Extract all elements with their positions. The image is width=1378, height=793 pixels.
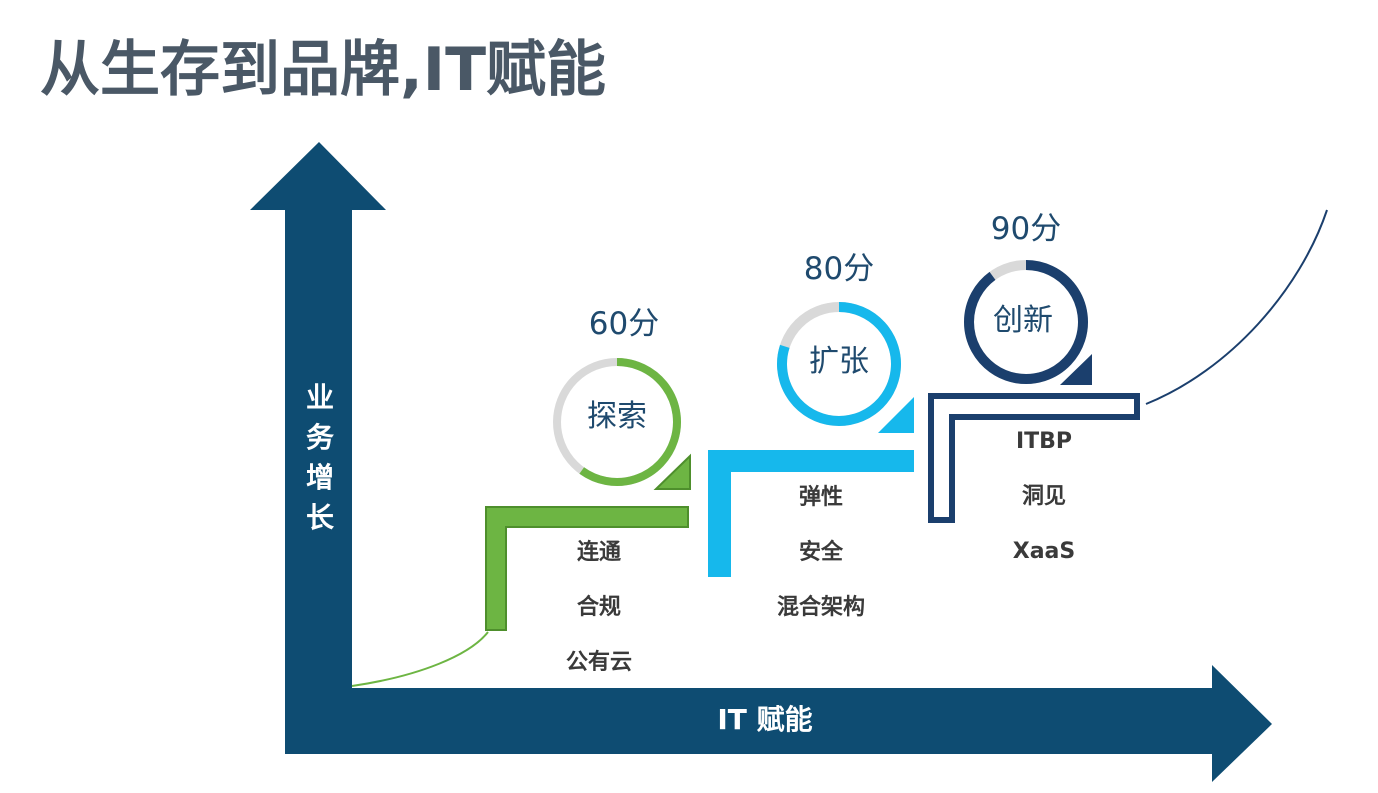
growth-curve-end [1145, 209, 1328, 405]
vertical-axis-label-char: 务 [305, 421, 334, 454]
stage-item: 弹性 [798, 485, 843, 510]
stage-score: 80分 [803, 251, 875, 287]
stage-corner-expand [878, 397, 914, 433]
growth-curve-start [351, 631, 489, 687]
stage-corner-innovate [1060, 354, 1092, 385]
stage-step-expand [708, 450, 914, 577]
progress-ring-arc [964, 260, 1088, 384]
stage-items-explore: 连通 合规 公有云 [519, 536, 679, 701]
stage-item: 连通 [576, 540, 621, 565]
stage-item: ITBP [1015, 429, 1073, 454]
horizontal-axis-arrow [285, 665, 1272, 782]
stage-item: 安全 [798, 540, 843, 565]
stage-item: 公有云 [565, 650, 632, 675]
stage-item: 混合架构 [776, 595, 865, 620]
stage-item: 洞见 [1021, 484, 1066, 509]
vertical-axis-label-char: 增 [305, 461, 334, 494]
stage-name: 探索 [587, 399, 647, 434]
page-title: 从生存到品牌,IT赋能 [40, 35, 607, 105]
stage-items-expand: 弹性 安全 混合架构 [741, 481, 901, 646]
stage-score: 90分 [990, 211, 1062, 247]
stage-step-innovate [928, 393, 1140, 523]
stage-item: 合规 [576, 595, 621, 620]
progress-ring-arc [777, 302, 901, 426]
stage-items-innovate: ITBP 洞见 XaaS [964, 425, 1124, 590]
stage-name: 扩张 [809, 344, 869, 379]
stage-item: XaaS [1012, 539, 1076, 564]
vertical-axis-label-char: 长 [305, 501, 334, 534]
horizontal-axis-label: IT 赋能 [717, 703, 813, 736]
stage-name: 创新 [993, 303, 1053, 338]
stage-score: 60分 [588, 306, 660, 342]
vertical-axis-label-char: 业 [305, 381, 334, 414]
vertical-axis-label: 业务增长 [296, 378, 344, 538]
vertical-axis-arrow [250, 142, 386, 692]
stage-step-explore [485, 506, 689, 631]
progress-ring-arc [579, 358, 681, 486]
stage-corner-explore [653, 453, 691, 490]
